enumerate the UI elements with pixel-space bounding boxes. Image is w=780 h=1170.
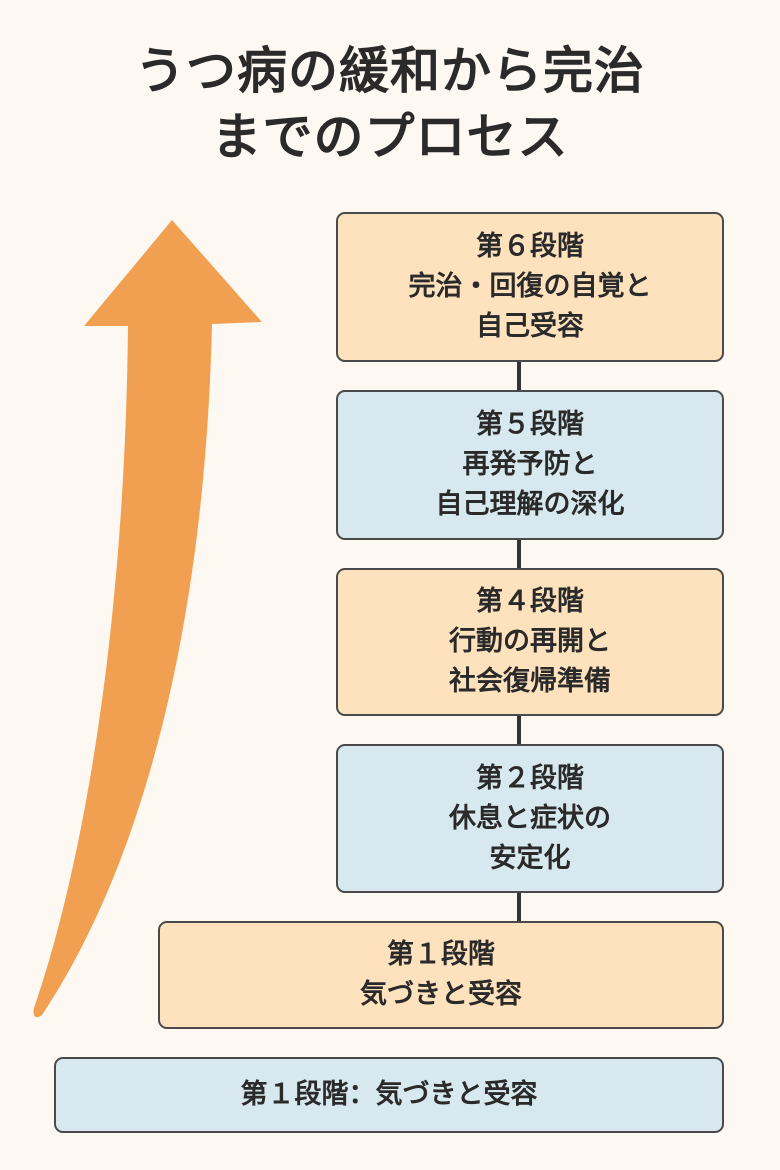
stage-4-box: 第４段階 行動の再開と 社会復帰準備 — [336, 568, 724, 716]
stage-2-line-1: 休息と症状の — [449, 802, 611, 834]
connector-6-5 — [517, 362, 521, 390]
connector-5-4 — [517, 540, 521, 568]
stage-5-line-2: 自己理解の深化 — [435, 489, 625, 520]
stage-1-summary-box: 第１段階：気づきと受容 — [54, 1057, 724, 1133]
stage-6-box: 第６段階 完治・回復の自覚と 自己受容 — [336, 212, 724, 362]
stage-2-box: 第２段階 休息と症状の 安定化 — [336, 744, 724, 893]
title-line-1: うつ病の緩和から完治 — [135, 42, 645, 100]
connector-4-2 — [517, 716, 521, 744]
stage-6-heading: 第６段階 — [476, 231, 584, 262]
stage-4-heading: 第４段階 — [476, 586, 584, 617]
stage-1-line-1: 気づきと受容 — [360, 979, 522, 1010]
stage-5-box: 第５段階 再発予防と 自己理解の深化 — [336, 390, 724, 540]
stage-5-heading: 第５段階 — [476, 409, 584, 440]
stage-1-heading: 第１段階 — [387, 939, 495, 970]
stage-1-summary-text: 第１段階：気づきと受容 — [240, 1079, 538, 1110]
title-line-2: までのプロセス — [211, 108, 569, 166]
stage-4-line-2: 社会復帰準備 — [449, 666, 611, 697]
stage-6-line-2: 自己受容 — [476, 311, 584, 342]
stage-1-box: 第１段階 気づきと受容 — [158, 921, 724, 1029]
stage-4-line-1: 行動の再開と — [449, 626, 611, 657]
stage-5-line-1: 再発予防と — [462, 449, 598, 480]
stage-2-line-2: 安定化 — [489, 842, 571, 874]
arrow-shape — [33, 220, 263, 1018]
stage-2-heading: 第２段階 — [476, 762, 584, 794]
page-title: うつ病の緩和から完治 までのプロセス — [0, 38, 780, 170]
stage-6-line-1: 完治・回復の自覚と — [408, 271, 652, 302]
connector-2-1 — [517, 893, 521, 921]
